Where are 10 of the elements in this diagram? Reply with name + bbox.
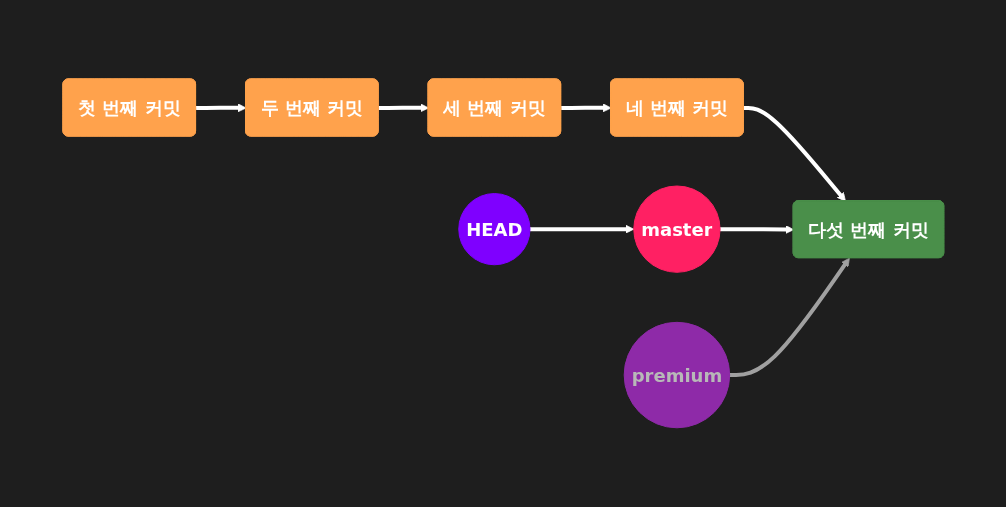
node-circle: master [632, 185, 721, 273]
arrow [529, 224, 634, 234]
arrow [195, 103, 247, 113]
arrow [378, 103, 429, 113]
arrow [729, 257, 850, 378]
arrow [560, 103, 612, 113]
node-circle: HEAD [457, 193, 531, 266]
node-circle: premium [623, 321, 730, 429]
arrow [719, 225, 794, 234]
arrow [743, 106, 846, 202]
